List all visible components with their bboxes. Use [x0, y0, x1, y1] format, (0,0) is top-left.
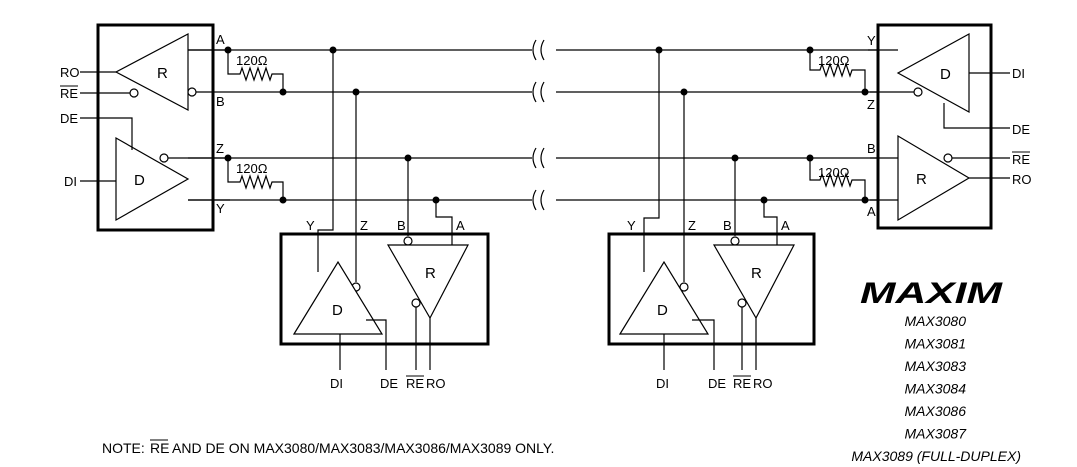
note-prefix: NOTE: — [102, 440, 145, 456]
left-pin-a: A — [216, 32, 225, 47]
slave-node-1-de-label: DE — [380, 376, 398, 391]
slave-node-1-pin-y: Y — [306, 218, 315, 233]
slave-node-2-box — [607, 232, 816, 346]
note-text: AND DE ON MAX3080/MAX3083/MAX3086/MAX308… — [172, 440, 554, 456]
slave-node-1-driver — [292, 260, 384, 335]
slave-node-2-receiver — [712, 244, 795, 320]
slave-node-1-driver-label: D — [332, 302, 343, 319]
slave-node-2-pin-z: Z — [688, 218, 696, 233]
right-driver — [896, 32, 970, 114]
slave-node-1-ro-label: RO — [426, 376, 446, 391]
right-driver-label: D — [940, 66, 951, 83]
left-pin-b: B — [216, 94, 225, 109]
right-receiver-label: R — [916, 171, 927, 188]
part-number: MAX3086 — [905, 403, 967, 419]
slave-node-1-re-label: RE — [406, 376, 424, 391]
right-slave-node: D R Y Z B A DI DE RE RO — [867, 23, 1032, 230]
left-master-node: R D A B Z Y RO RE DE DI — [60, 23, 230, 232]
left-node-box — [96, 23, 215, 232]
left-pin-z: Z — [216, 141, 224, 156]
right-re-label: RE — [1012, 152, 1030, 167]
bus-break-marks — [532, 39, 545, 211]
maxim-logo: MAXIM — [860, 277, 1003, 310]
slave-node-1-receiver-label: R — [425, 265, 436, 282]
right-ro-label: RO — [1012, 172, 1032, 187]
right-node-box — [876, 23, 993, 230]
slave-node-2-driver — [618, 260, 710, 335]
part-number: MAX3083 — [905, 358, 967, 374]
slave-node-2-ro-label: RO — [753, 376, 773, 391]
slave-node-1-di-label: DI — [330, 376, 343, 391]
slave-node-2-driver-label: D — [657, 302, 668, 319]
left-resistor-top-value: 120Ω — [236, 53, 268, 68]
slave-node-1-box — [279, 232, 490, 346]
left-re-label: RE — [60, 86, 78, 101]
part-number: MAX3080 — [905, 313, 967, 329]
slave-node-2-di-label: DI — [656, 376, 669, 391]
part-number: MAX3084 — [905, 381, 967, 397]
slave-node-1: D R Y Z B A DI DE RE RO — [279, 46, 490, 391]
slave-node-2-de-label: DE — [708, 376, 726, 391]
part-number: MAX3087 — [905, 426, 968, 442]
left-driver-label: D — [134, 172, 145, 189]
footnote: NOTE: RE AND DE ON MAX3080/MAX3083/MAX30… — [102, 439, 554, 456]
left-de-label: DE — [60, 111, 78, 126]
right-termination-resistors: 120Ω 120Ω — [806, 46, 869, 204]
right-resistor-top-value: 120Ω — [818, 53, 850, 68]
slave-node-1-pin-z: Z — [360, 218, 368, 233]
slave-node-2: D R Y Z B A DI DE RE RO — [607, 46, 816, 391]
left-pin-y: Y — [216, 201, 225, 216]
right-pin-y: Y — [867, 33, 876, 48]
slave-node-2-pin-b: B — [723, 218, 732, 233]
right-di-label: DI — [1012, 66, 1025, 81]
left-di-label: DI — [64, 174, 77, 189]
left-resistor-bottom-value: 120Ω — [236, 161, 268, 176]
note-re: RE — [150, 440, 169, 456]
slave-node-2-pin-a: A — [781, 218, 790, 233]
left-ro-label: RO — [60, 65, 80, 80]
left-driver — [115, 136, 190, 222]
slave-node-1-pin-b: B — [397, 218, 406, 233]
slave-node-2-receiver-label: R — [751, 265, 762, 282]
right-pin-a: A — [867, 204, 876, 219]
slave-node-1-pin-a: A — [456, 218, 465, 233]
part-number: MAX3089 (FULL-DUPLEX) — [851, 448, 1021, 464]
left-receiver-label: R — [157, 65, 168, 82]
slave-node-1-receiver — [386, 244, 469, 320]
bus-lines — [188, 49, 878, 201]
right-de-label: DE — [1012, 122, 1030, 137]
slave-node-2-pin-y: Y — [627, 218, 636, 233]
slave-node-2-re-label: RE — [733, 376, 751, 391]
right-pin-b: B — [867, 141, 876, 156]
left-receiver — [114, 33, 189, 111]
right-pin-z: Z — [867, 97, 875, 112]
part-number: MAX3081 — [905, 336, 966, 352]
left-termination-resistors: 120Ω 120Ω — [224, 46, 287, 204]
right-receiver — [897, 134, 971, 222]
part-number-list: MAX3080MAX3081MAX3083MAX3084MAX3086MAX30… — [851, 313, 1021, 464]
right-resistor-bottom-value: 120Ω — [818, 165, 850, 180]
